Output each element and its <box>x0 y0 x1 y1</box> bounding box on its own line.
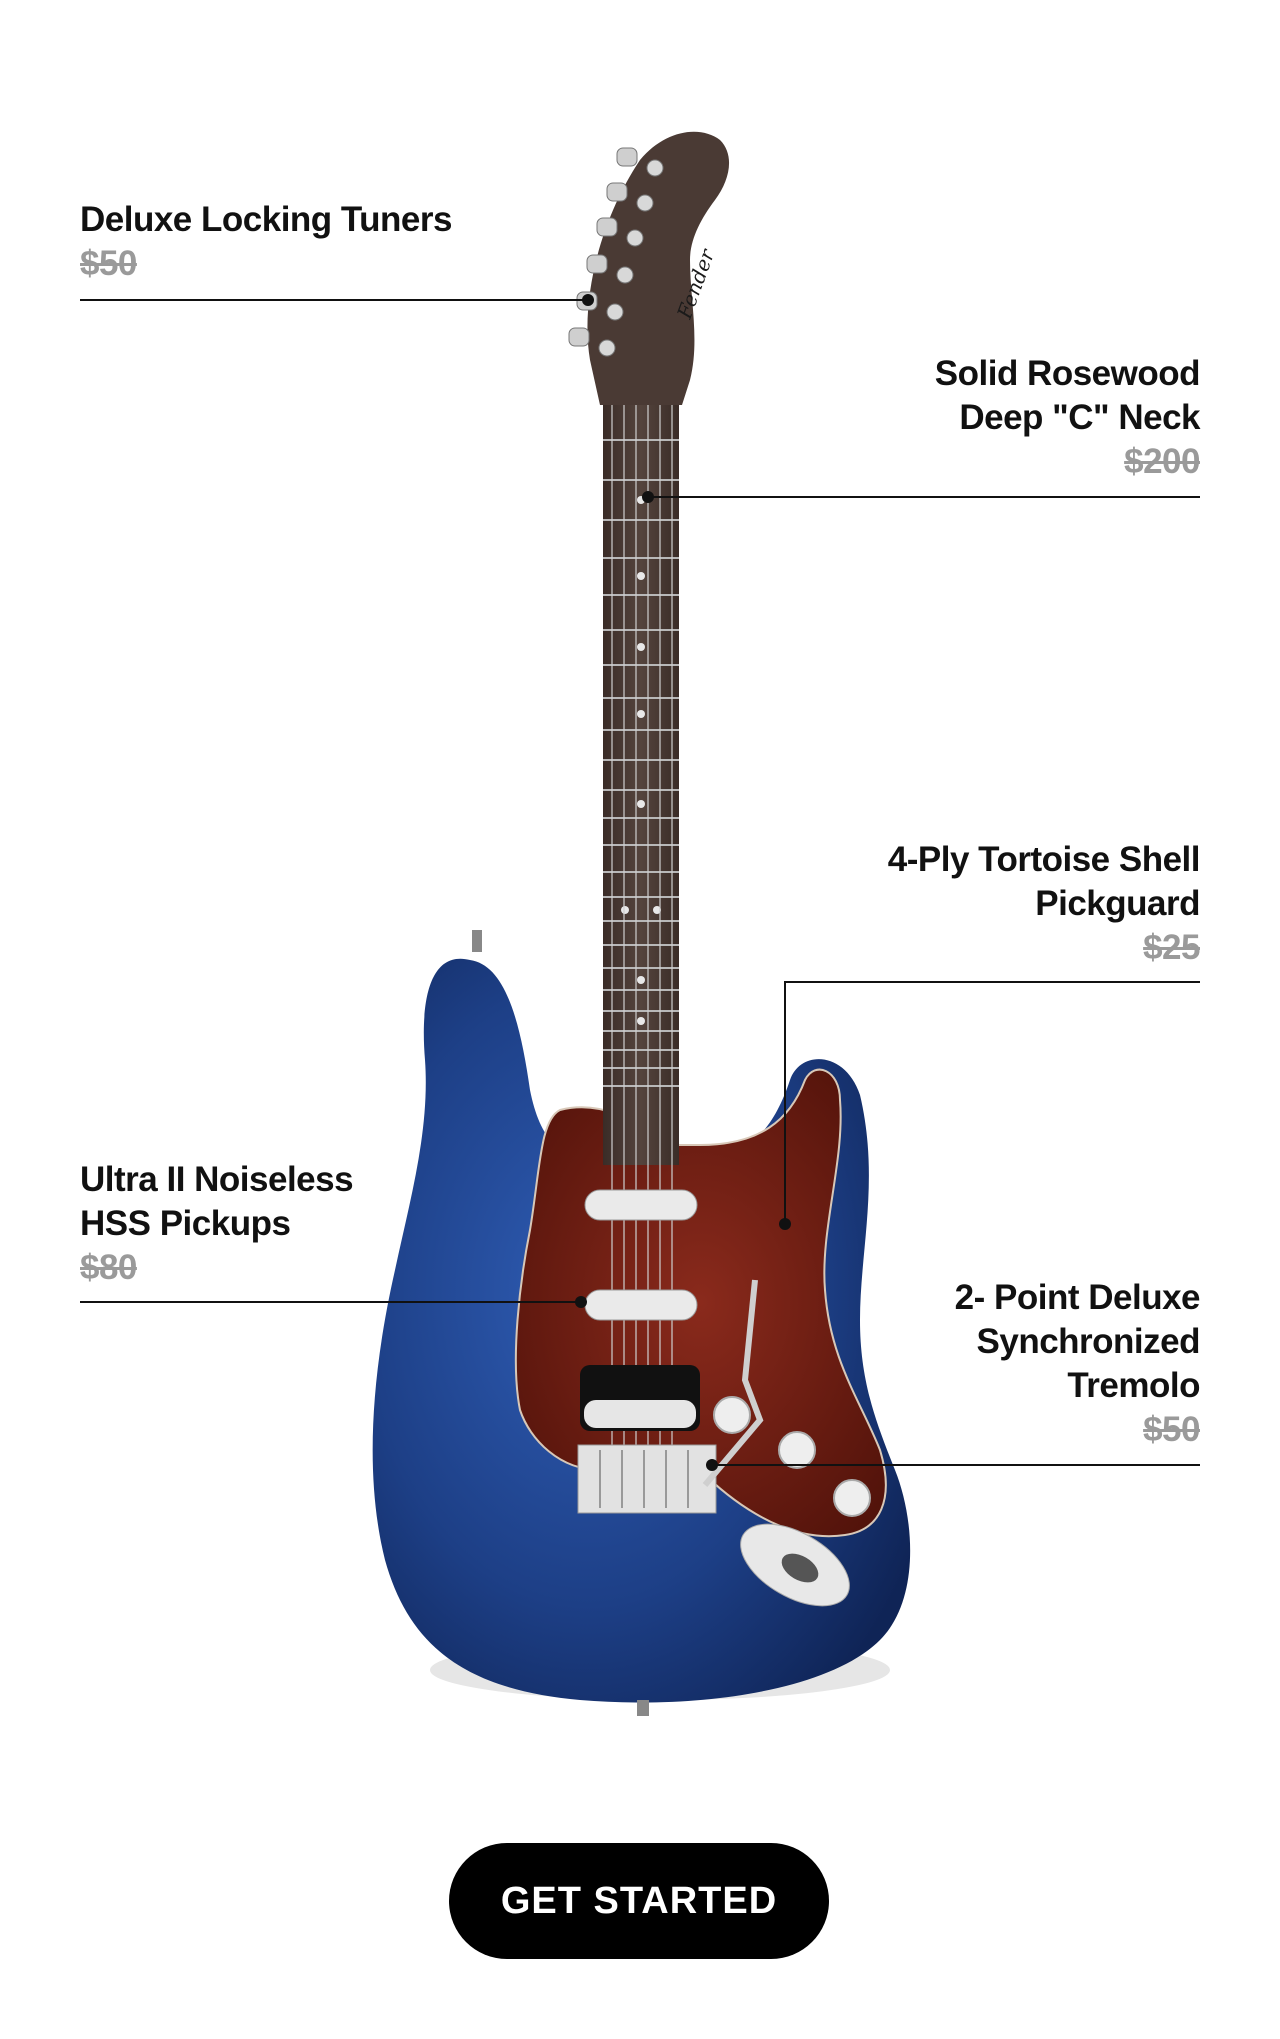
feature-pickguard: 4-Ply Tortoise Shell Pickguard $25 <box>800 838 1201 970</box>
feature-tremolo-price: $50 <box>1143 1410 1200 1449</box>
get-started-button[interactable]: GET STARTED <box>449 1843 829 1959</box>
feature-pickguard-title-1: 4-Ply Tortoise Shell <box>887 840 1201 879</box>
tuners-leader-dot <box>582 294 594 306</box>
feature-pickups-price: $80 <box>80 1248 137 1287</box>
feature-neck-title-1: Solid Rosewood <box>934 354 1201 393</box>
feature-tuners-price: $50 <box>80 244 137 283</box>
pickguard-leader-dot <box>779 1218 791 1230</box>
feature-tremolo-title-1: 2- Point Deluxe <box>954 1278 1201 1317</box>
feature-pickups-title-1: Ultra II Noiseless <box>80 1160 354 1199</box>
tuners-leader-line <box>80 299 590 301</box>
feature-neck-title-2: Deep "C" Neck <box>959 398 1200 437</box>
fretboard <box>603 400 679 1165</box>
feature-pickups: Ultra II Noiseless HSS Pickups $80 <box>80 1158 354 1290</box>
pickups-leader-dot <box>575 1296 587 1308</box>
pickguard-leader-line-v <box>784 981 786 1224</box>
tremolo-leader-dot <box>706 1459 718 1471</box>
neck-leader-dot <box>642 491 654 503</box>
feature-pickguard-title-2: Pickguard <box>1035 884 1200 923</box>
tremolo-arm <box>702 1279 764 1487</box>
feature-neck: Solid Rosewood Deep "C" Neck $200 <box>800 352 1201 484</box>
bridge <box>577 1444 717 1514</box>
feature-tuners-title: Deluxe Locking Tuners <box>80 200 453 239</box>
feature-tremolo-title-2: Synchronized <box>976 1322 1201 1361</box>
neck-leader-line <box>648 496 1200 498</box>
feature-neck-price: $200 <box>1124 442 1200 481</box>
feature-pickups-title-2: HSS Pickups <box>80 1204 291 1243</box>
pickguard-leader-line-h <box>784 981 1200 983</box>
pickups <box>580 1189 700 1431</box>
feature-tremolo: 2- Point Deluxe Synchronized Tremolo $50 <box>800 1276 1201 1452</box>
tremolo-leader-line <box>712 1464 1200 1466</box>
feature-tremolo-title-3: Tremolo <box>1067 1366 1200 1405</box>
feature-pickguard-price: $25 <box>1143 928 1200 967</box>
pickups-leader-line <box>80 1301 580 1303</box>
feature-tuners: Deluxe Locking Tuners $50 <box>80 198 453 286</box>
